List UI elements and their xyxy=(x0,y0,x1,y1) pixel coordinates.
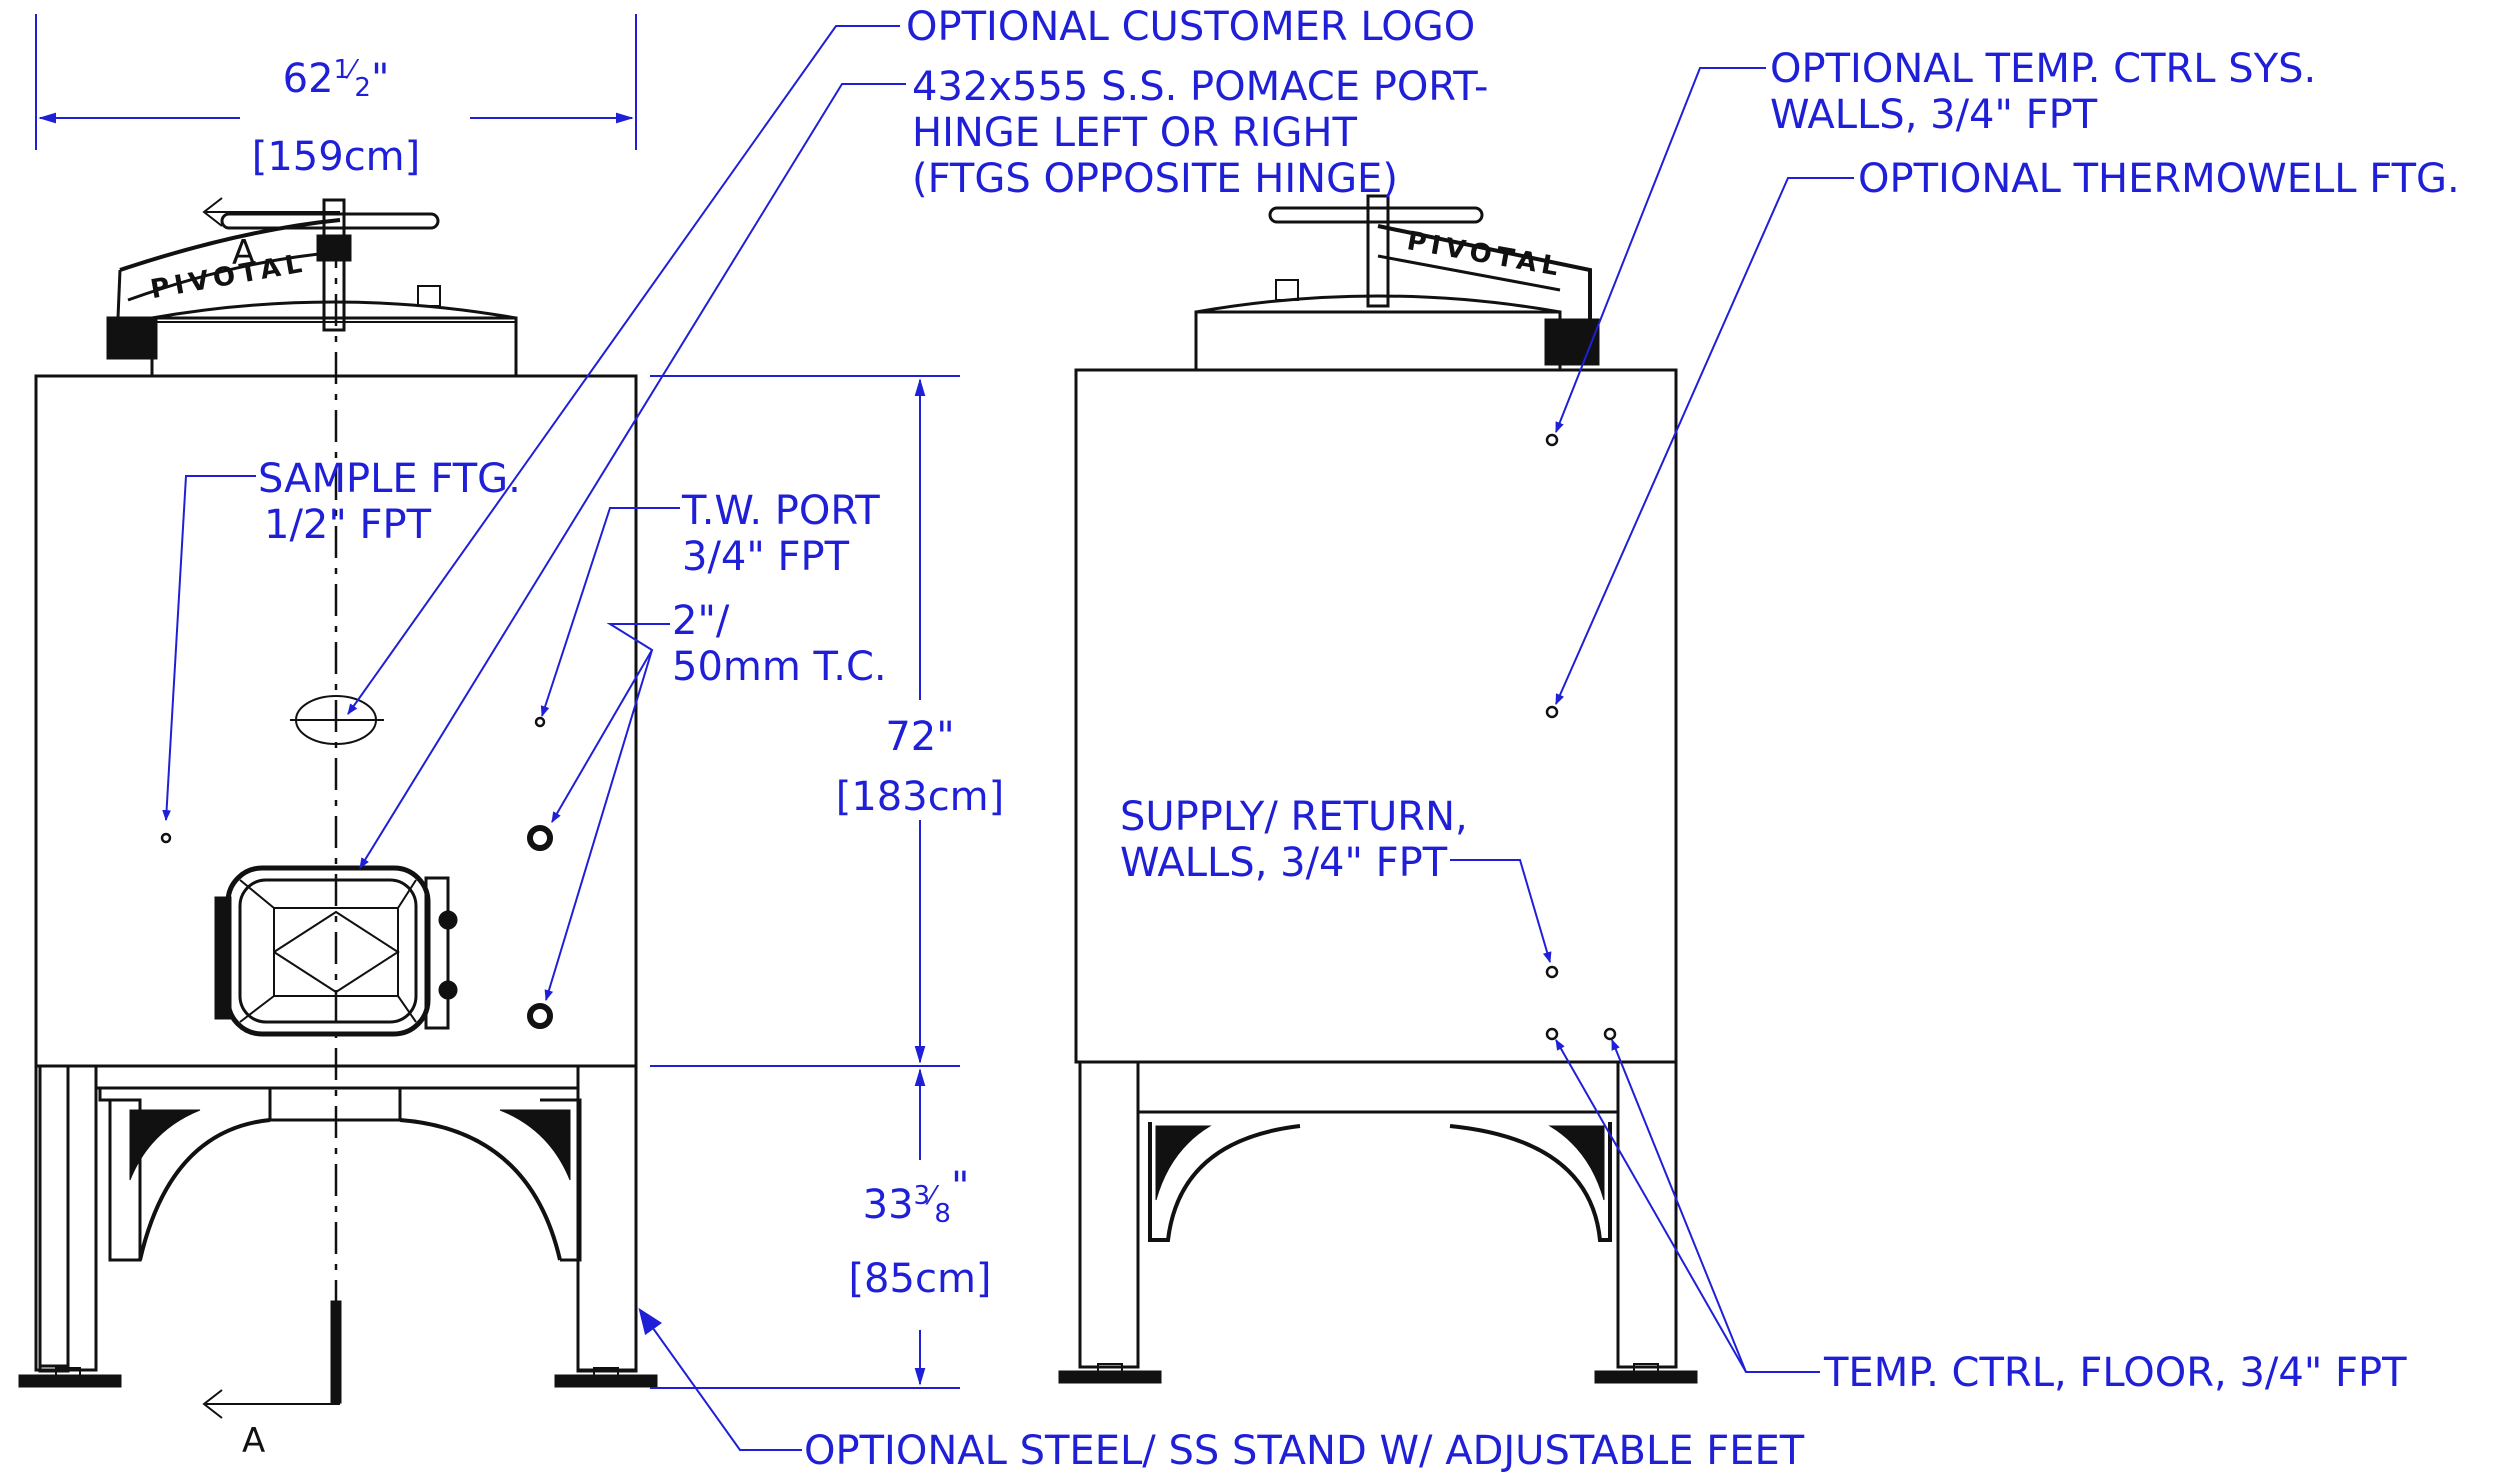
callout-pomace-port-1: 432x555 S.S. POMACE PORT- xyxy=(912,64,1488,110)
callout-pomace-port-3: (FTGS OPPOSITE HINGE) xyxy=(912,156,1398,202)
floor-port-right xyxy=(1603,1027,1617,1041)
front-lid: PIVOTAL xyxy=(106,198,518,378)
section-marker-top: A xyxy=(232,233,255,273)
stand-height-dim-metric: [85cm] xyxy=(848,1256,991,1302)
leader-tc-upper xyxy=(551,623,670,823)
front-view: PIVOTAL xyxy=(18,197,658,1461)
dimension-text: 621⁄2" [159cm] 72" [183cm] 333⁄8" [85cm] xyxy=(252,55,1005,1302)
tc-port-upper xyxy=(527,825,553,851)
thermowell-port xyxy=(1545,705,1559,719)
leader-thermowell xyxy=(1555,177,1854,706)
lid-brand-text: PIVOTAL xyxy=(148,248,309,305)
callout-supply-return-1: SUPPLY/ RETURN, xyxy=(1120,794,1468,840)
leader-stand xyxy=(638,1307,802,1451)
callout-sample-ftg-2: 1/2" FPT xyxy=(264,502,432,548)
callout-sample-ftg-1: SAMPLE FTG. xyxy=(258,456,521,502)
callout-tw-port-1: T.W. PORT xyxy=(681,488,880,534)
leader-customer-logo xyxy=(347,25,900,715)
side-view: PIVOTAL xyxy=(1058,194,1698,1384)
leader-floor-right xyxy=(1611,1038,1747,1373)
leader-tw-port xyxy=(540,507,680,718)
stand-height-dim: 333⁄8" xyxy=(863,1164,970,1229)
callout-temp-ctrl-floor: TEMP. CTRL, FLOOR, 3/4" FPT xyxy=(1823,1350,2407,1396)
leader-floor-left xyxy=(1555,1039,1820,1373)
leader-supply-return xyxy=(1450,859,1552,964)
width-dim: 621⁄2" xyxy=(283,55,390,103)
pomace-door xyxy=(214,865,458,1037)
callout-pomace-port-2: HINGE LEFT OR RIGHT xyxy=(912,110,1357,156)
callout-tc-port-1: 2"/ xyxy=(672,598,730,644)
side-stand xyxy=(1058,1060,1698,1384)
callout-tc-port-2: 50mm T.C. xyxy=(672,644,887,690)
callout-temp-ctrl-walls-1: OPTIONAL TEMP. CTRL SYS. xyxy=(1770,46,2316,92)
callout-tw-port-2: 3/4" FPT xyxy=(682,534,850,580)
width-dim-metric: [159cm] xyxy=(252,134,421,180)
side-tank-body xyxy=(1074,368,1678,1064)
tc-port-lower xyxy=(527,1003,553,1029)
leader-pomace-port xyxy=(359,83,906,869)
dimension-lines xyxy=(35,14,960,1389)
callout-text: OPTIONAL CUSTOMER LOGO 432x555 S.S. POMA… xyxy=(258,4,2460,1473)
leader-sample-ftg xyxy=(162,475,256,822)
callout-supply-return-2: WALLS, 3/4" FPT xyxy=(1120,840,1448,886)
callout-customer-logo: OPTIONAL CUSTOMER LOGO xyxy=(906,4,1475,50)
callout-thermowell: OPTIONAL THERMOWELL FTG. xyxy=(1858,156,2460,202)
tank-height-dim-metric: [183cm] xyxy=(836,774,1005,820)
callout-stand: OPTIONAL STEEL/ SS STAND W/ ADJUSTABLE F… xyxy=(804,1428,1805,1473)
floor-port-left xyxy=(1545,1027,1559,1041)
temp-ctrl-wall-port xyxy=(1545,433,1559,447)
section-marker-bottom: A xyxy=(242,1421,265,1461)
tank-height-dim: 72" xyxy=(885,714,954,760)
sample-ftg-port xyxy=(160,832,172,844)
leader-lines xyxy=(162,25,1854,1451)
callout-temp-ctrl-walls-2: WALLS, 3/4" FPT xyxy=(1770,92,2098,138)
side-lid: PIVOTAL xyxy=(1194,194,1600,372)
leader-tc-lower xyxy=(544,649,653,1002)
leader-temp-ctrl-walls xyxy=(1555,67,1766,434)
supply-return-port xyxy=(1545,965,1559,979)
customer-logo-symbol xyxy=(290,695,384,745)
tw-port xyxy=(534,716,546,728)
